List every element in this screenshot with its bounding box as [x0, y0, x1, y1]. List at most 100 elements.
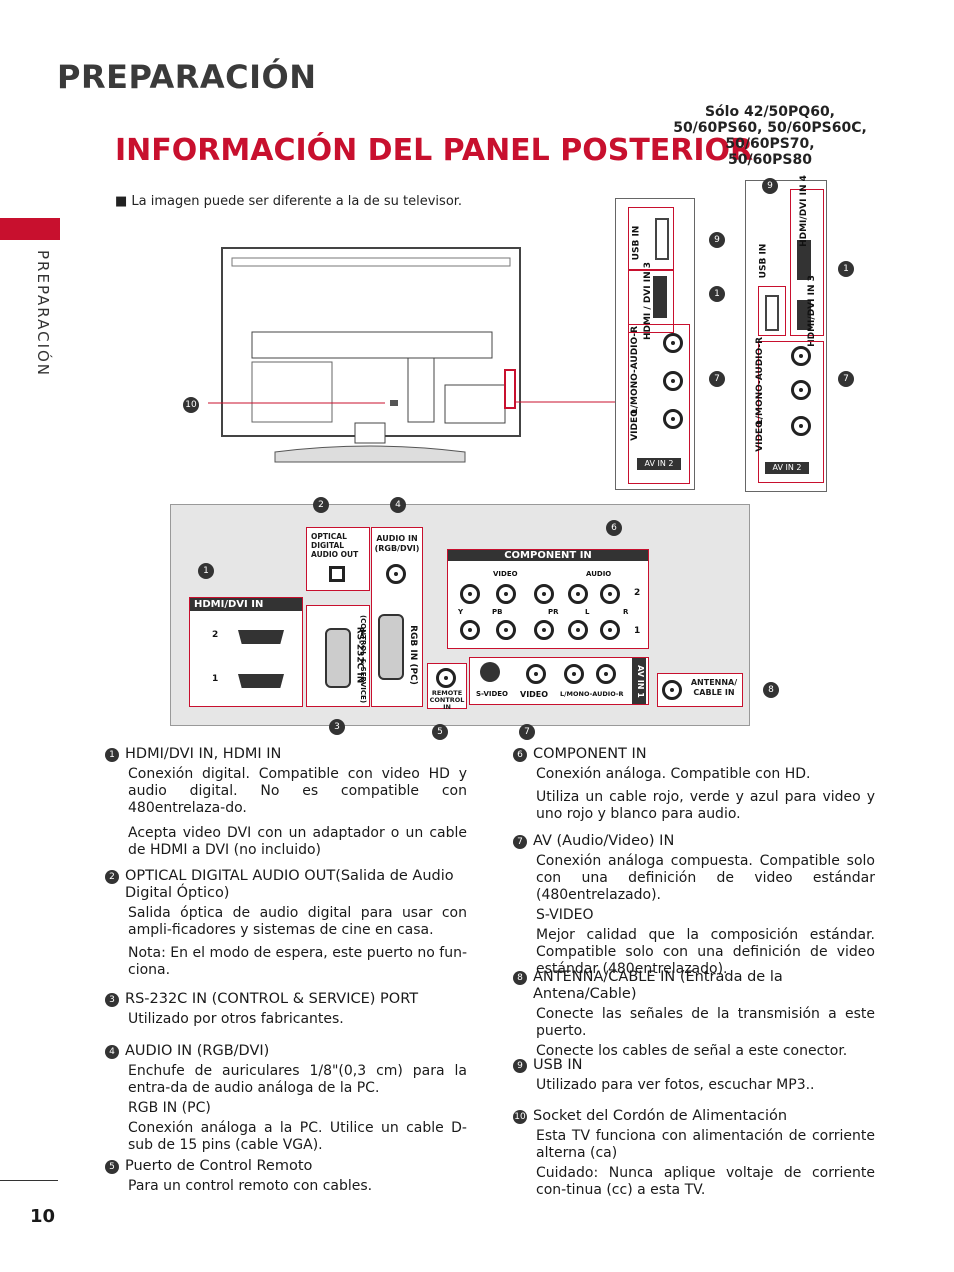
hdmi3-label-b: HDMI/DVI IN 3 — [806, 275, 817, 347]
video-label-b: VIDEO — [754, 420, 765, 452]
item-heading: AV (Audio/Video) IN — [533, 833, 675, 849]
hdmi-2-label: 2 — [212, 630, 219, 640]
antenna-jack[interactable] — [662, 680, 682, 700]
audio-rgb-block: AUDIO IN (RGB/DVI) — [371, 527, 423, 707]
video-label: VIDEO — [629, 409, 640, 441]
remote-label: REMOTE CONTROL IN — [429, 689, 465, 711]
item-heading: Socket del Cordón de Alimentación — [533, 1108, 788, 1124]
component-block: COMPONENT IN VIDEO AUDIO Y PB PR L R 2 1 — [447, 549, 649, 649]
item-heading: AUDIO IN (RGB/DVI) — [125, 1043, 270, 1059]
callout-10: 10 — [183, 397, 199, 413]
item-subheading: RGB IN (PC) — [128, 1100, 211, 1116]
item-subheading: S-VIDEO — [536, 907, 594, 923]
item-heading: OPTICAL DIGITAL AUDIO OUT(Salida de Audi… — [125, 868, 454, 901]
footer-rule — [0, 1180, 58, 1181]
item-heading: HDMI/DVI IN, HDMI IN — [125, 746, 282, 762]
item-paragraph: Conexión análoga a la PC. Utilice un cab… — [128, 1120, 467, 1153]
callout-2: 2 — [313, 497, 329, 513]
item-paragraph: Cuidado: Nunca aplique voltaje de corrie… — [536, 1165, 875, 1198]
rs232-label: RS-232C IN — [354, 626, 365, 684]
callout-4: 4 — [390, 497, 406, 513]
r-label: R — [623, 608, 629, 616]
callout-7b: 7 — [838, 371, 854, 387]
models-line: Sólo 42/50PQ60, — [704, 104, 836, 120]
item-paragraph: Mejor calidad que la composición estánda… — [536, 927, 875, 977]
audio-label: L/MONO-AUDIO-R — [630, 325, 641, 415]
hdmi-2-port[interactable] — [238, 630, 284, 644]
item-paragraph: Conexión análoga. Compatible con HD. — [536, 766, 811, 782]
optical-port[interactable] — [329, 566, 345, 582]
svideo-label: S-VIDEO — [476, 690, 509, 698]
comp-video-label: VIDEO — [493, 570, 518, 578]
av-in-1-block: S-VIDEO VIDEO L/MONO-AUDIO-R — [469, 657, 649, 705]
callout-3: 3 — [329, 719, 345, 735]
models-line: 50/60PS80 — [728, 152, 812, 168]
hdmi-frame: HDMI / DVI IN 3 — [628, 262, 674, 340]
av1-r-jack[interactable] — [596, 664, 616, 684]
av1-l-jack[interactable] — [564, 664, 584, 684]
section-title: INFORMACIÓN DEL PANEL POSTERIOR — [115, 133, 754, 168]
callout-7c: 7 — [519, 724, 535, 740]
side-panel-a: USB IN HDMI / DVI IN 3 L/MONO-AUDIO-R VI… — [615, 198, 695, 490]
callout-9b: 9 — [762, 178, 778, 194]
row2-label: 2 — [634, 588, 641, 598]
l-label: L — [585, 608, 590, 616]
pr-label: PR — [548, 608, 559, 616]
tv-back-illustration — [208, 247, 616, 463]
optical-label: OPTICAL DIGITAL AUDIO OUT — [311, 532, 359, 559]
usb-label: USB IN — [631, 225, 642, 261]
hdmi-1-label: 1 — [212, 674, 219, 684]
audio-label-b: L/MONO-AUDIO-R — [755, 336, 766, 426]
antenna-label: ANTENNA/ CABLE IN — [690, 678, 738, 697]
item-paragraph: Esta TV funciona con alimentación de cor… — [536, 1128, 875, 1161]
usb-label-b: USB IN — [758, 243, 769, 279]
item-heading: ANTENNA/CABLE IN (Entrada de la Antena/C… — [533, 969, 783, 1002]
audio-in-label: AUDIO IN (RGB/DVI) — [374, 534, 420, 553]
image-note: ■ La imagen puede ser diferente a la de … — [115, 194, 463, 209]
rgb-in-port[interactable] — [378, 614, 404, 680]
item-paragraph: Utiliza un cable rojo, verde y azul para… — [536, 789, 875, 822]
hdmi-1-port[interactable] — [238, 674, 284, 688]
side-label: PREPARACIÓN — [34, 250, 52, 378]
item-paragraph: Conexión análoga compuesta. Compatible s… — [536, 853, 875, 903]
main-rear-panel: HDMI/DVI IN 2 1 OPTICAL DIGITAL AUDIO OU… — [170, 504, 750, 726]
audio-in-jack[interactable] — [386, 564, 406, 584]
av1-video-jack[interactable] — [526, 664, 546, 684]
hdmi-block: HDMI/DVI IN 2 1 — [189, 597, 303, 707]
item-paragraph: Conecte los cables de señal a este conec… — [536, 1043, 848, 1059]
av-frame: L/MONO-AUDIO-R VIDEO AV IN 2 — [628, 324, 690, 484]
component-header: COMPONENT IN — [448, 550, 648, 561]
svideo-port[interactable] — [480, 662, 500, 682]
av-in-1-label: AV IN 1 — [635, 665, 645, 698]
item-paragraph: Salida óptica de audio digital para usar… — [128, 905, 467, 938]
models-note: Sólo 42/50PQ60, 50/60PS60, 50/60PS60C, 5… — [660, 104, 880, 168]
item-paragraph: Acepta video DVI con un adaptador o un c… — [128, 825, 467, 858]
remote-block: REMOTE CONTROL IN — [427, 663, 467, 711]
comp-audio-label: AUDIO — [586, 570, 612, 578]
pb-label: PB — [492, 608, 503, 616]
item-heading: COMPONENT IN — [533, 746, 647, 762]
item-paragraph: Para un control remoto con cables. — [128, 1178, 373, 1194]
usb-frame: USB IN — [628, 207, 674, 271]
antenna-block: ANTENNA/ CABLE IN — [657, 673, 743, 707]
item-heading: RS-232C IN (CONTROL & SERVICE) PORT — [125, 991, 419, 1007]
item-paragraph: Nota: En el modo de espera, este puerto … — [128, 945, 467, 978]
hdmi-header: HDMI/DVI IN — [190, 598, 302, 611]
optical-block: OPTICAL DIGITAL AUDIO OUT — [306, 527, 370, 591]
y-label: Y — [458, 608, 464, 616]
callout-1c: 1 — [198, 563, 214, 579]
models-line: 50/60PS60, 50/60PS60C, — [673, 120, 867, 136]
item-heading: Puerto de Control Remoto — [125, 1158, 313, 1174]
remote-jack[interactable] — [436, 668, 456, 688]
side-tab — [0, 218, 60, 240]
callout-5: 5 — [432, 724, 448, 740]
av-in-2-label: AV IN 2 — [637, 458, 681, 470]
models-line: 50/60PS70, — [725, 136, 815, 152]
callout-8: 8 — [763, 682, 779, 698]
callout-9: 9 — [709, 232, 725, 248]
av1-video-label: VIDEO — [520, 690, 549, 699]
item-heading: USB IN — [533, 1057, 583, 1073]
